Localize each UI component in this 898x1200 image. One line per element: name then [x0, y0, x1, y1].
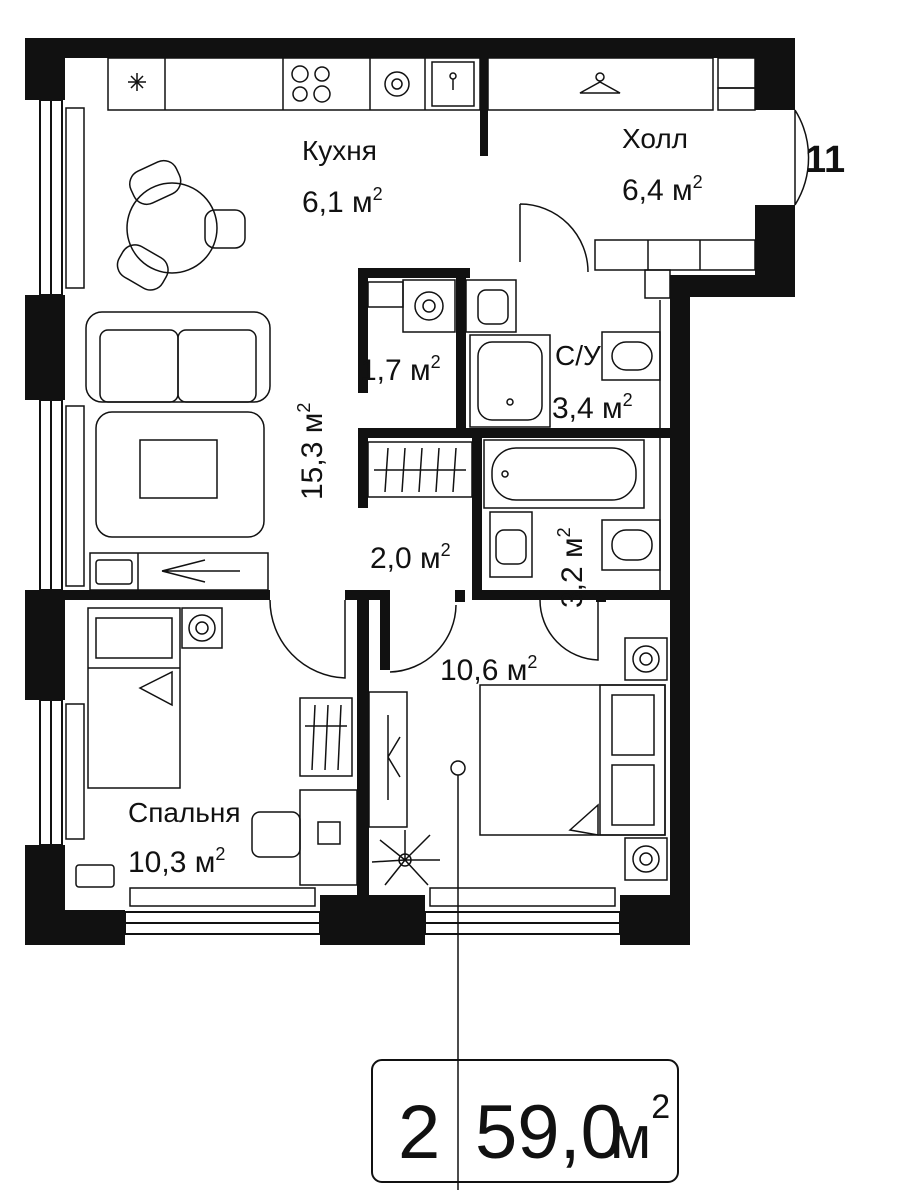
total-area: 59,0: [475, 1090, 623, 1175]
interior-walls: [65, 58, 690, 895]
bath2-area: 3,2 м2: [554, 527, 589, 608]
hall-name: Холл: [622, 123, 688, 154]
doors: [269, 109, 810, 679]
plant-icon: [371, 830, 440, 886]
wardrobe-hall: [487, 57, 756, 299]
sink-icon: [384, 71, 457, 97]
window-left: [39, 99, 63, 846]
bedroom2-area: 10,6 м2: [440, 652, 537, 687]
summary-box: 2 59,0 м2: [371, 1059, 679, 1183]
wardrobe-bedroom-2: [368, 691, 408, 828]
closet-shelves-icon: [367, 441, 473, 498]
total-area-unit: м2: [610, 1088, 670, 1171]
bath1-name: С/У: [555, 340, 601, 371]
living-area: 15,3 м2: [294, 403, 329, 500]
closet1-area: 1,7 м2: [360, 352, 441, 387]
fridge-icon: [128, 73, 146, 91]
apartment-number: 11: [805, 139, 845, 181]
rug-icon: [95, 411, 265, 538]
washing-machine-icon: [367, 279, 456, 333]
bath1-area: 3,4 м2: [552, 390, 633, 425]
bed-double-icon: [479, 637, 668, 881]
exterior-walls: [25, 38, 795, 945]
hall-area: 6,4 м2: [622, 172, 703, 207]
dining-table-icon: [116, 159, 246, 291]
closet2-area: 2,0 м2: [370, 540, 451, 575]
desk-icon: [75, 697, 358, 888]
kitchen-area: 6,1 м2: [302, 184, 383, 219]
room-count: 2: [398, 1090, 440, 1175]
kitchen-name: Кухня: [302, 135, 377, 166]
bed-single-icon: [87, 607, 223, 789]
sofa-icon: [85, 311, 271, 403]
tv-unit-icon: [89, 552, 269, 591]
stove-icon: [291, 65, 331, 103]
bedroom1-area: 10,3 м2: [128, 844, 225, 879]
bathroom-1-fixtures: [465, 279, 661, 428]
radiator-left: [65, 107, 85, 840]
kitchen-counter: [107, 57, 481, 111]
bedroom1-name: Спальня: [128, 797, 241, 828]
bathroom-2-fixtures: [483, 438, 661, 590]
